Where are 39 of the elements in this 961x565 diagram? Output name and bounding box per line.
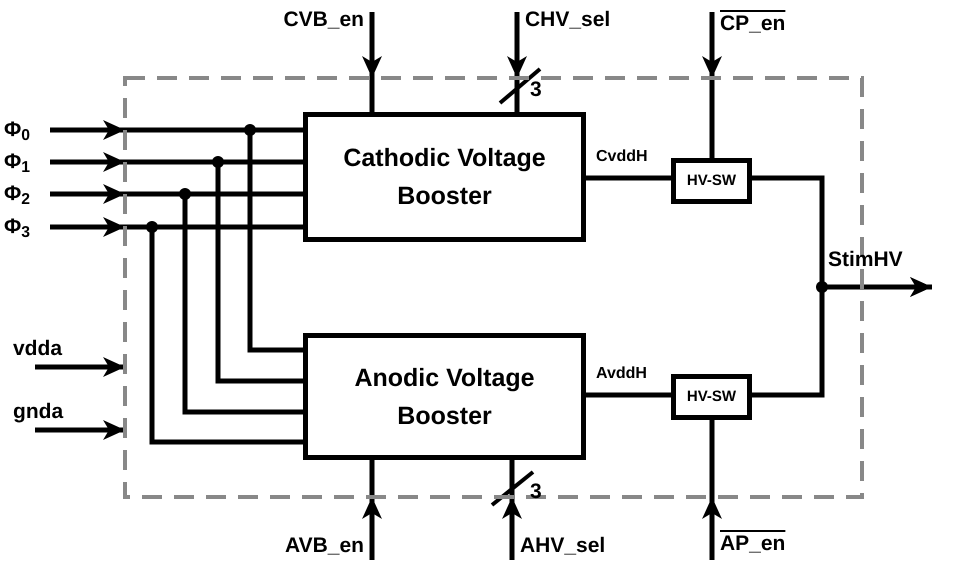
- connector-line: [586, 176, 671, 180]
- signal-label: CHV_sel: [517, 6, 647, 34]
- connector-arrow: [702, 12, 722, 78]
- signal-label: vdda: [13, 337, 75, 367]
- connector-line: [510, 460, 514, 497]
- switch-block: HV-SW: [671, 158, 752, 204]
- signal-label: CVB_en: [248, 6, 372, 34]
- connector-line: [586, 392, 671, 398]
- connector-line: [370, 78, 374, 112]
- connector-line: [710, 78, 714, 158]
- switch-block: HV-SW: [671, 374, 752, 420]
- connector-line: [710, 420, 714, 497]
- signal-label: Φ$_{0}$: [4, 116, 50, 144]
- connector-arrow: [507, 12, 527, 78]
- signal-label: Φ$_{1}$: [4, 148, 50, 176]
- signal-label: Φ$_{3}$: [4, 213, 50, 241]
- booster-block: Cathodic Voltage Booster: [303, 112, 586, 242]
- signal-label: gnda: [13, 400, 75, 430]
- connector-arrow: [50, 120, 125, 140]
- connector-line: [370, 460, 374, 497]
- connector-arrow: [362, 497, 382, 560]
- bus-width-label: 3: [530, 78, 542, 102]
- connector-arrow: [362, 12, 382, 78]
- connector-arrow: [35, 357, 125, 377]
- connector-arrow: [50, 184, 125, 204]
- connector-arrow: [50, 152, 125, 172]
- signal-label: Φ$_{2}$: [4, 180, 50, 208]
- connector-arrow: [502, 497, 522, 560]
- booster-block: Anodic Voltage Booster: [303, 333, 586, 460]
- connector-arrow: [35, 420, 125, 440]
- signal-label: AHV_sel: [512, 532, 642, 560]
- signal-label: AVB_en: [248, 532, 372, 560]
- bus-width-label: 3: [530, 480, 542, 504]
- signal-label: AP_en: [712, 528, 816, 560]
- connector-arrow: [702, 497, 722, 560]
- signal-label: StimHV: [824, 248, 936, 287]
- signal-label: CP_en: [712, 8, 816, 40]
- connector-line: [514, 78, 520, 112]
- connector-arrow: [50, 217, 125, 237]
